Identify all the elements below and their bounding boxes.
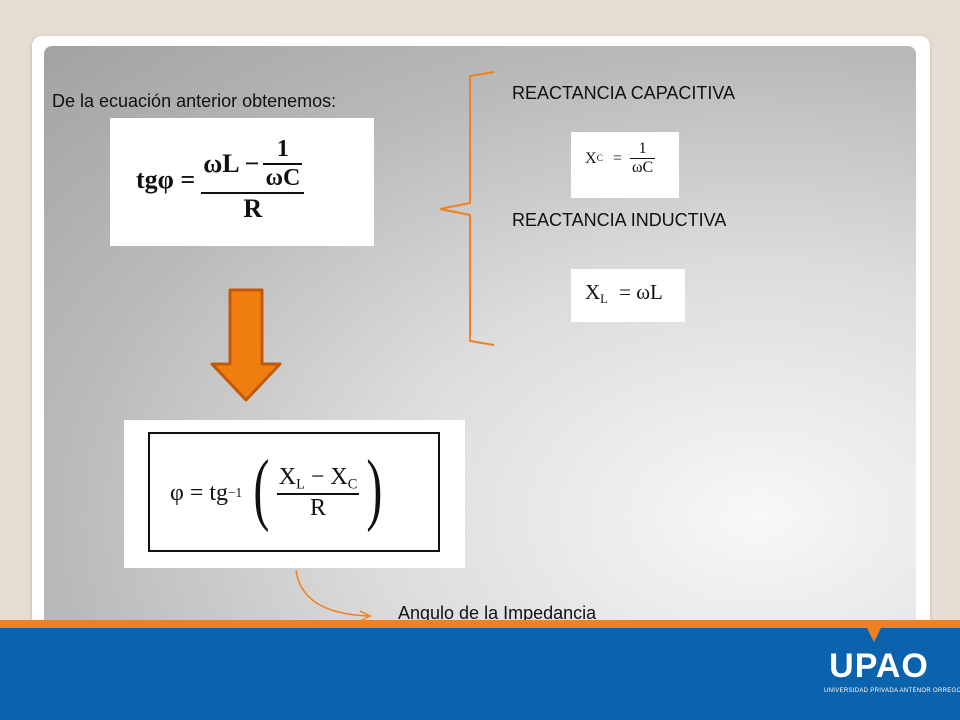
footer-stripe <box>0 620 960 628</box>
tan-inner-denominator: ωC <box>265 165 301 191</box>
xc-denominator: ωC <box>632 159 654 176</box>
phi-lhs: φ = tg <box>170 479 229 506</box>
footer-bar <box>0 620 960 720</box>
phi-numerator-x1-subscript: L <box>296 476 305 493</box>
phi-numerator-x1: X <box>278 463 297 490</box>
phi-minus: − <box>304 463 331 490</box>
xl-rhs: = ωL <box>619 280 663 304</box>
curved-pointer-arrow <box>295 569 369 617</box>
xc-subscript: C <box>596 153 603 164</box>
intro-text: De la ecuación anterior obtenemos: <box>52 91 337 111</box>
logo-name: UPAO <box>829 647 929 685</box>
curly-brace <box>439 71 495 346</box>
xc-numerator: 1 <box>638 140 647 157</box>
phi-formula-frame <box>148 432 440 552</box>
xl-symbol: X <box>585 280 601 304</box>
tan-denominator: R <box>243 194 263 223</box>
capacitive-reactance-label: REACTANCIA CAPACITIVA <box>512 83 736 103</box>
phi-formula: φ = tg−1 ( XL − XC R ) <box>124 420 465 568</box>
tan-phi-formula: tgφ = ωL − 1 ωC R <box>110 118 374 246</box>
inductive-reactance-formula: XL = ωL <box>571 269 685 322</box>
phi-numerator-x2-subscript: C <box>347 476 358 493</box>
tan-lhs: tgφ = <box>136 165 196 194</box>
upao-logo: UPAO UNIVERSIDAD PRIVADA ANTENOR ORREGO <box>824 647 960 694</box>
phi-denominator: R <box>310 495 327 522</box>
logo-subtitle: UNIVERSIDAD PRIVADA ANTENOR ORREGO <box>824 688 960 694</box>
xc-equals: = <box>612 149 622 167</box>
impedance-angle-caption: Angulo de la Impedancia <box>398 603 597 623</box>
tan-inner-left: ωL − <box>203 149 260 178</box>
phi-numerator-x2: X <box>330 463 348 490</box>
tan-inner-numerator: 1 <box>276 136 289 162</box>
left-paren: ( <box>253 445 270 533</box>
phi-exponent: −1 <box>228 485 243 500</box>
xc-symbol: X <box>585 149 597 167</box>
inductive-reactance-label: REACTANCIA INDUCTIVA <box>512 210 727 230</box>
curved-pointer-arrowhead <box>359 610 372 622</box>
xl-subscript: L <box>600 291 608 306</box>
down-arrow-icon <box>210 288 282 402</box>
right-paren: ) <box>366 445 383 533</box>
